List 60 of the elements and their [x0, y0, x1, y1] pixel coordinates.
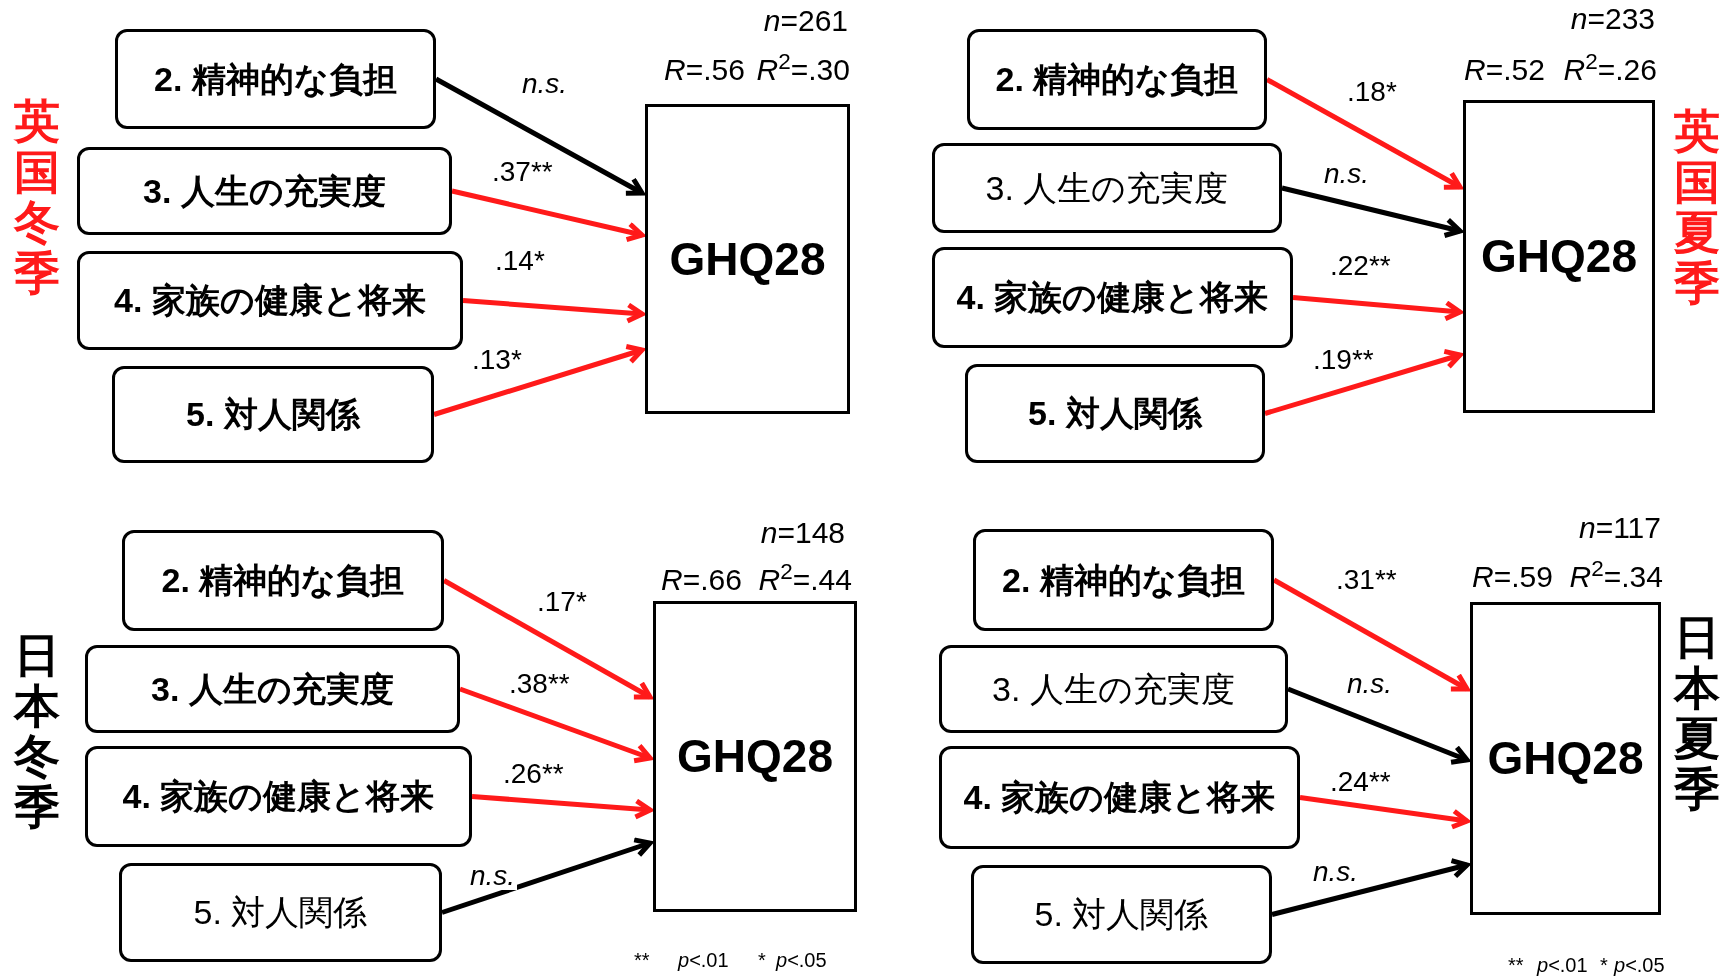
group-title: 英国夏季 — [1674, 106, 1720, 309]
factor-box: 4. 家族の健康と将来 — [939, 746, 1300, 849]
factor-box: 5. 対人関係 — [112, 366, 434, 463]
outcome-box: GHQ28 — [645, 104, 850, 414]
statistic-label: R$^{2}$=.44 — [758, 565, 852, 595]
factor-box: 5. 対人関係 — [971, 865, 1272, 964]
arrow — [471, 794, 653, 820]
factor-box: 2. 精神的な負担 — [115, 29, 436, 129]
footnote-mark: ** — [634, 950, 650, 970]
factor-box: 4. 家族の健康と将来 — [932, 247, 1293, 348]
group-title: 日本夏季 — [1674, 612, 1720, 815]
arrow — [1265, 77, 1463, 190]
arrow — [1281, 185, 1463, 238]
factor-box: 5. 対人関係 — [119, 863, 442, 962]
arrow — [1299, 795, 1470, 830]
factor-box: 3. 人生の充実度 — [77, 147, 452, 235]
statistic-label: R=.52 — [1464, 55, 1545, 85]
factor-box: 4. 家族の健康と将来 — [77, 251, 463, 350]
arrow — [433, 344, 645, 417]
statistic-label: R=.56 — [664, 55, 745, 85]
footnote-mark: ** — [1508, 955, 1524, 975]
statistic-label: R$^{2}$=.26 — [1563, 55, 1657, 85]
factor-box: 5. 対人関係 — [965, 364, 1265, 463]
statistic-label: n=148 — [760, 518, 845, 548]
statistic-label: n=117 — [1578, 513, 1661, 543]
arrow — [459, 686, 653, 764]
factor-box: 3. 人生の充実度 — [939, 645, 1288, 733]
factor-box: 3. 人生の充実度 — [85, 645, 460, 733]
factor-box: 4. 家族の健康と将来 — [85, 746, 472, 847]
statistic-label: R=.66 — [661, 565, 742, 595]
factor-box: 2. 精神的な負担 — [973, 529, 1274, 631]
outcome-box: GHQ28 — [1470, 602, 1661, 915]
group-title: 日本冬季 — [14, 630, 60, 833]
factor-box: 2. 精神的な負担 — [967, 29, 1267, 130]
statistic-label: R$^{2}$=.34 — [1569, 562, 1663, 592]
outcome-box: GHQ28 — [1463, 100, 1655, 413]
footnote: p<.01 — [1537, 955, 1588, 975]
statistic-label: n=261 — [763, 6, 848, 36]
footnote: p<.01 — [678, 950, 729, 970]
statistic-label: n=233 — [1570, 4, 1655, 34]
arrow — [451, 188, 645, 243]
group-title: 英国冬季 — [14, 96, 60, 299]
statistic-label: R=.59 — [1472, 562, 1553, 592]
arrow — [462, 298, 645, 324]
arrow — [1264, 348, 1463, 416]
statistic-label: R$^{2}$=.30 — [756, 55, 850, 85]
arrow — [1292, 295, 1463, 322]
arrow — [1271, 858, 1470, 917]
arrow — [434, 76, 645, 196]
footnote-mark: * — [758, 950, 766, 970]
arrow — [441, 837, 653, 915]
factor-box: 3. 人生の充実度 — [932, 143, 1282, 233]
factor-box: 2. 精神的な負担 — [122, 530, 444, 631]
footnote: p<.05 — [776, 950, 827, 970]
footnote-mark: * — [1600, 955, 1608, 975]
arrow — [1272, 577, 1470, 692]
outcome-box: GHQ28 — [653, 601, 857, 912]
footnote: p<.05 — [1614, 955, 1665, 975]
arrow — [442, 578, 653, 700]
arrow — [1287, 686, 1470, 765]
